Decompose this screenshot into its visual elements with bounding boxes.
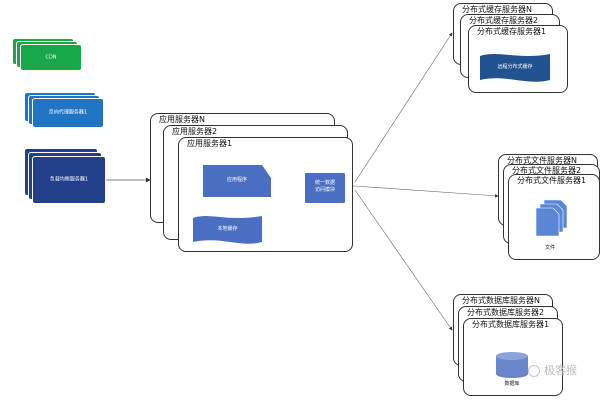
watermark-icon bbox=[528, 365, 540, 377]
app-program-shape bbox=[203, 165, 271, 197]
load-balancer-label: 负载均衡服务器1 bbox=[49, 176, 89, 183]
db-label: 数据库 bbox=[504, 381, 520, 387]
db-server-title-1: 分布式数据库服务器1 bbox=[472, 320, 550, 329]
remote-cache-shape bbox=[480, 54, 550, 82]
file-label: 文件 bbox=[544, 245, 555, 251]
cache-server-title-n: 分布式缓存服务器N bbox=[462, 5, 532, 14]
file-server-title-n: 分布式文件服务器N bbox=[507, 156, 577, 165]
local-cache-label: 本地缓存 bbox=[217, 226, 238, 232]
cache-server-title-2: 分布式缓存服务器2 bbox=[469, 16, 539, 25]
app-server-title-1: 应用服务器1 bbox=[187, 139, 233, 148]
cache-server-title-1: 分布式缓存服务器1 bbox=[477, 27, 547, 36]
app-to-db-line bbox=[354, 189, 453, 331]
file-server-title-1: 分布式文件服务器1 bbox=[517, 176, 587, 185]
db-server-title-2: 分布式数据库服务器2 bbox=[467, 308, 545, 317]
app-server-title-2: 应用服务器2 bbox=[172, 127, 218, 136]
cdn-label: CDN bbox=[45, 54, 57, 60]
file-server-title-2: 分布式文件服务器2 bbox=[512, 166, 582, 175]
local-cache-shape bbox=[193, 216, 262, 244]
db-server-title-n: 分布式数据库服务器N bbox=[462, 296, 540, 305]
unified-access-label: 统一数据 访问模块 bbox=[314, 180, 335, 193]
reverse-proxy-label: 反向代理服务器1 bbox=[48, 109, 88, 116]
app-to-file-line bbox=[354, 185, 499, 198]
cdn-tile: CDN bbox=[20, 44, 82, 71]
remote-cache-label: 远程分布式缓存 bbox=[497, 64, 533, 70]
file-stack-icon bbox=[535, 199, 568, 237]
unified-access-shape bbox=[305, 173, 345, 203]
db-server-frame-1: 分布式数据库服务器1 bbox=[463, 318, 563, 396]
load-balancer-tile: 负载均衡服务器1 bbox=[32, 156, 106, 204]
watermark-text: 极客猴 bbox=[544, 364, 577, 377]
database-cylinder-icon bbox=[496, 352, 528, 378]
app-to-cache-line bbox=[354, 32, 453, 183]
app-program-label: 应用程序 bbox=[226, 177, 247, 183]
reverse-proxy-tile: 反向代理服务器1 bbox=[32, 98, 104, 128]
app-server-title-n: 应用服务器N bbox=[159, 115, 205, 124]
